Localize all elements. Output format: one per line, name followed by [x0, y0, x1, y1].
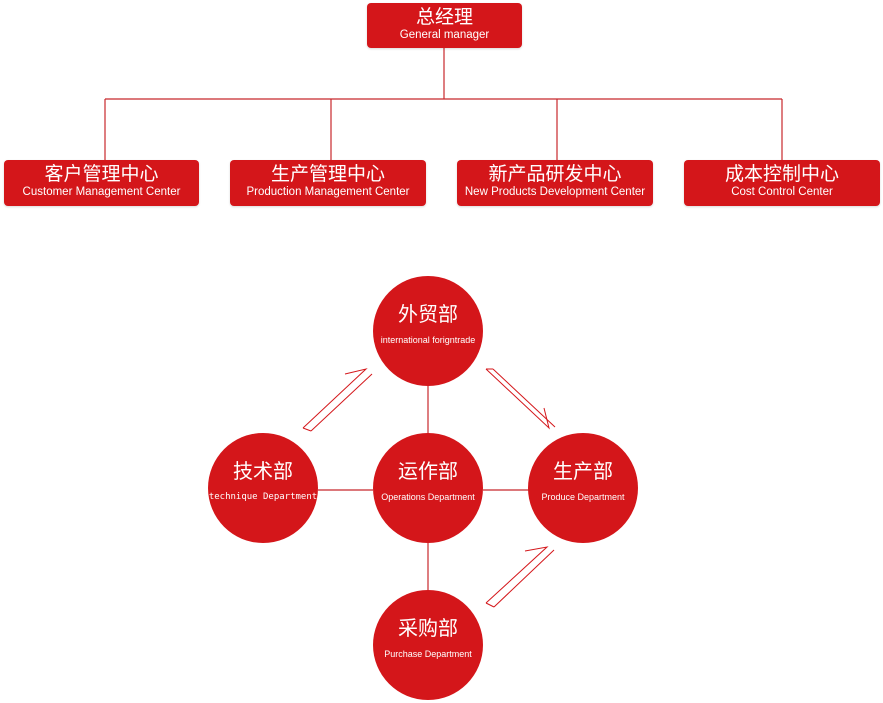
- arrow-br-outer: [485, 546, 549, 604]
- dept-foreign-trade-circle: 外贸部 international forigntrade: [373, 276, 483, 386]
- hub-lines: [318, 385, 530, 590]
- center-en: New Products Development Center: [464, 186, 646, 198]
- dept-produce-circle: 生产部 Produce Department: [528, 433, 638, 543]
- arrow-br-tail: [485, 602, 495, 608]
- dept-technique-circle: 技术部 technique Department: [208, 433, 318, 543]
- center-zh: 生产管理中心: [270, 163, 385, 185]
- dept-operations-zh: 运作部: [398, 459, 458, 483]
- center-en: Production Management Center: [246, 186, 410, 198]
- dept-technique-en: technique Department: [208, 492, 318, 502]
- center-box-production: 生产管理中心 Production Management Center: [230, 160, 426, 206]
- general-manager-box: 总经理 General manager: [367, 3, 522, 48]
- arrow-tl-tail: [302, 427, 312, 432]
- general-manager-en: General manager: [399, 29, 490, 41]
- arrow-tr-inner: [492, 368, 556, 428]
- dept-produce-zh: 生产部: [553, 459, 613, 483]
- general-manager-zh: 总经理: [415, 6, 473, 28]
- dept-foreign-trade-en: international forigntrade: [380, 335, 476, 345]
- arrow-tl-inner: [310, 373, 373, 432]
- center-zh: 成本控制中心: [724, 163, 839, 185]
- center-box-new-products: 新产品研发中心 New Products Development Center: [457, 160, 653, 206]
- dept-technique-zh: 技术部: [233, 459, 293, 483]
- dept-foreign-trade-zh: 外贸部: [398, 302, 458, 326]
- arrow-tl-outer: [302, 368, 368, 429]
- dept-operations-en: Operations Department: [381, 492, 475, 502]
- dept-purchase-circle: 采购部 Purchase Department: [373, 590, 483, 700]
- tree-lines: [104, 48, 783, 160]
- dept-produce-en: Produce Department: [541, 492, 625, 502]
- arrow-tr-outer: [485, 368, 550, 430]
- arrow-br-inner: [493, 549, 555, 608]
- center-box-customer: 客户管理中心 Customer Management Center: [4, 160, 199, 206]
- center-zh: 客户管理中心: [44, 163, 159, 185]
- center-zh: 新产品研发中心: [488, 163, 622, 185]
- center-box-cost-control: 成本控制中心 Cost Control Center: [684, 160, 880, 206]
- dept-operations-circle: 运作部 Operations Department: [373, 433, 483, 543]
- double-arrows: [302, 368, 556, 608]
- dept-purchase-zh: 采购部: [398, 616, 458, 640]
- center-en: Customer Management Center: [22, 186, 181, 198]
- dept-purchase-en: Purchase Department: [384, 649, 472, 659]
- center-en: Cost Control Center: [731, 186, 833, 198]
